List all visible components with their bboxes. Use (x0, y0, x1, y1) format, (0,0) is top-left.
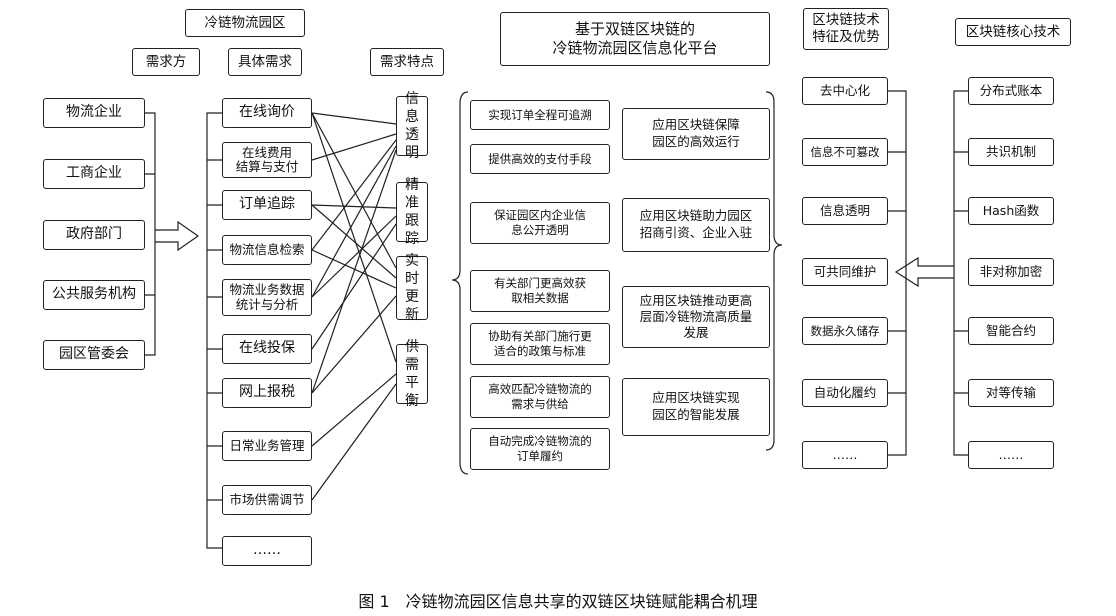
core-tech-smart-contract: 智能合约 (968, 317, 1054, 345)
feature-realtime-update: 实时 更新 (396, 253, 428, 323)
core-tech-consensus: 共识机制 (968, 138, 1054, 166)
need-market-regulation: 市场供需调节 (222, 485, 312, 515)
core-tech-p2p: 对等传输 (968, 379, 1054, 407)
tech-feature-permanent-storage: 数据永久储存 (802, 317, 888, 345)
need-daily-management: 日常业务管理 (222, 431, 312, 461)
demander-public-service: 公共服务机构 (43, 280, 145, 310)
tech-feature-more: …… (802, 441, 888, 469)
feature-supply-demand: 供需 平衡 (396, 339, 428, 409)
need-online-inquiry: 在线询价 (222, 98, 312, 128)
platform-item-policy: 协助有关部门施行更 适合的政策与标准 (470, 323, 610, 365)
demander-government: 政府部门 (43, 220, 145, 250)
header-specific-needs: 具体需求 (228, 48, 302, 76)
core-tech-asymmetric-encryption: 非对称加密 (968, 258, 1054, 286)
platform-item-payment: 提供高效的支付手段 (470, 144, 610, 174)
platform-item-transparency: 保证园区内企业信 息公开透明 (470, 202, 610, 244)
tech-feature-auto-fulfillment: 自动化履约 (802, 379, 888, 407)
platform-item-data-access: 有关部门更高效获 取相关数据 (470, 270, 610, 312)
core-tech-more: …… (968, 441, 1054, 469)
header-tech-features: 区块链技术 特征及优势 (803, 8, 889, 50)
feature-precise-tracking: 精准 跟踪 (396, 177, 428, 247)
platform-goal-smart: 应用区块链实现 园区的智能发展 (622, 378, 770, 436)
core-tech-hash: Hash函数 (968, 197, 1054, 225)
needs-bracket (206, 112, 222, 549)
platform-item-matching: 高效匹配冷链物流的 需求与供给 (470, 376, 610, 418)
platform-item-fulfillment: 自动完成冷链物流的 订单履约 (470, 428, 610, 470)
demander-business: 工商企业 (43, 159, 145, 189)
need-feature-links (311, 112, 397, 501)
platform-left-brace (451, 91, 469, 475)
core-tech-distributed-ledger: 分布式账本 (968, 77, 1054, 105)
header-park: 冷链物流园区 (185, 9, 305, 37)
tech-feature-immutable: 信息不可篡改 (802, 138, 888, 166)
platform-goal-quality: 应用区块链推动更高 层面冷链物流高质量 发展 (622, 286, 770, 348)
need-online-insurance: 在线投保 (222, 334, 312, 364)
header-features: 需求特点 (370, 48, 444, 76)
platform-goal-efficiency: 应用区块链保障 园区的高效运行 (622, 108, 770, 160)
need-online-tax: 网上报税 (222, 378, 312, 408)
demander-bracket (145, 112, 156, 356)
header-core-tech: 区块链核心技术 (955, 18, 1071, 46)
need-data-analysis: 物流业务数据 统计与分析 (222, 279, 312, 316)
figure-caption: 图 1 冷链物流园区信息共享的双链区块链赋能耦合机理 (358, 592, 758, 611)
tech-feature-co-maintained: 可共同维护 (802, 258, 888, 286)
tech-features-bracket (888, 90, 907, 456)
need-info-retrieval: 物流信息检索 (222, 235, 312, 265)
tech-feature-decentralized: 去中心化 (802, 77, 888, 105)
platform-goal-investment: 应用区块链助力园区 招商引资、企业入驻 (622, 198, 770, 252)
need-online-payment: 在线费用 结算与支付 (222, 142, 312, 178)
hollow-arrow-right (155, 220, 200, 252)
platform-right-brace (765, 91, 783, 451)
tech-feature-transparent: 信息透明 (802, 197, 888, 225)
header-demanders: 需求方 (132, 48, 200, 76)
feature-info-transparent: 信息 透明 (396, 91, 428, 161)
need-more: …… (222, 536, 312, 566)
demander-logistics: 物流企业 (43, 98, 145, 128)
demander-park-committee: 园区管委会 (43, 340, 145, 370)
need-order-tracking: 订单追踪 (222, 190, 312, 220)
platform-item-traceable: 实现订单全程可追溯 (470, 100, 610, 130)
header-platform: 基于双链区块链的 冷链物流园区信息化平台 (500, 12, 770, 66)
hollow-arrow-left (894, 256, 954, 288)
core-tech-bracket (953, 90, 968, 456)
